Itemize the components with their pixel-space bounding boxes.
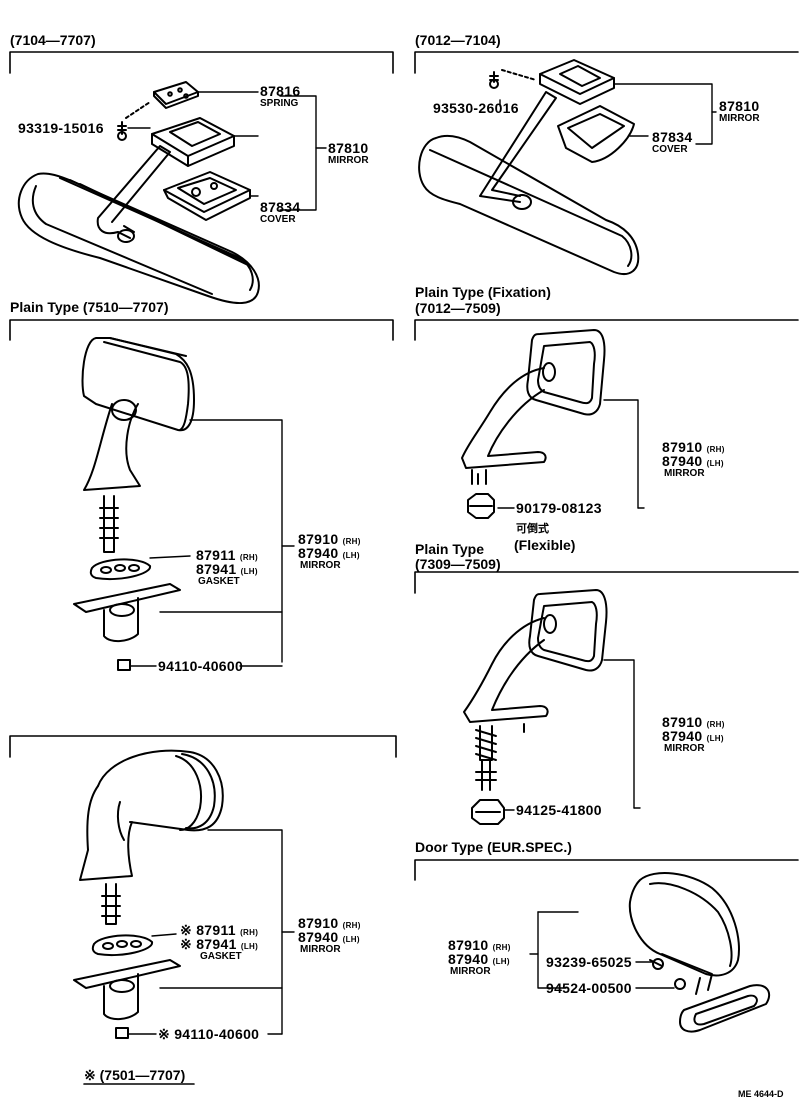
fender-mirror-4 [73, 749, 295, 1039]
part-desc-mirror: MIRROR [719, 113, 760, 124]
part-number: 87910 [662, 439, 703, 455]
section-header-flexible-jp: 可倒式 [516, 523, 549, 535]
inner-mirror-1 [17, 81, 327, 304]
part-number: ※ 87941 [180, 936, 237, 952]
part-number-cover: 87834 [260, 199, 301, 215]
part-number: 87940 [662, 453, 703, 469]
part-desc-mirror: MIRROR [300, 560, 341, 571]
part-number-gasket-rh: 87911 (RH) [196, 548, 258, 562]
part-desc-gasket: GASKET [200, 951, 242, 962]
part-desc-mirror: MIRROR [300, 944, 341, 955]
part-number-mirror: 87810 [328, 140, 369, 156]
part-number-screw: 93530-26016 [433, 100, 519, 116]
side-rh: (RH) [706, 720, 725, 729]
side-rh: (RH) [239, 553, 258, 562]
part-number-spring: 87816 [260, 83, 301, 99]
part-number-washer: 94524-00500 [546, 980, 632, 996]
part-number: 87940 [298, 929, 339, 945]
part-number: 87910 [662, 714, 703, 730]
side-rh: (RH) [342, 921, 361, 930]
fender-mirror-3 [463, 589, 641, 825]
part-number-mirror-lh: 87940 (LH) [662, 729, 724, 743]
side-lh: (LH) [342, 551, 360, 560]
side-rh: (RH) [492, 943, 511, 952]
section-header-plain-type-fixation-years: (7012—7509) [415, 300, 501, 316]
side-rh: (RH) [240, 928, 259, 937]
part-number-nut: 90179-08123 [516, 500, 602, 516]
section-header-plain-type-2-years: (7309—7509) [415, 556, 501, 572]
part-number-mirror-lh: 87940 (LH) [448, 952, 510, 966]
section-header-plain-type-1: Plain Type (7510—7707) [10, 299, 169, 315]
part-desc-mirror: MIRROR [664, 468, 705, 479]
part-number: 87911 [196, 547, 236, 563]
part-desc-spring: SPRING [260, 98, 299, 109]
part-number-screw: 93319-15016 [18, 120, 104, 136]
part-desc-cover: COVER [652, 144, 688, 155]
part-number-mirror-lh: 87940 (LH) [298, 930, 360, 944]
section-header-plain-type-fixation: Plain Type (Fixation) [415, 284, 551, 300]
part-desc-mirror: MIRROR [664, 743, 705, 754]
part-number: 87910 [298, 531, 339, 547]
section-header-inner-mirror-2: (7012—7104) [415, 32, 501, 48]
part-number: 87940 [448, 951, 489, 967]
side-rh: (RH) [342, 537, 361, 546]
diagram-code: ME 4644-D [738, 1089, 784, 1099]
part-number: 87940 [298, 545, 339, 561]
section-header-plain-type-2: Plain Type [415, 541, 484, 557]
side-lh: (LH) [342, 935, 360, 944]
part-desc-cover: COVER [260, 214, 296, 225]
door-mirror [529, 872, 771, 1033]
part-desc-mirror: MIRROR [328, 155, 369, 166]
side-lh: (LH) [492, 957, 510, 966]
part-number-gasket-rh: ※ 87911 (RH) [180, 923, 258, 937]
section-header-door-type: Door Type (EUR.SPEC.) [415, 839, 572, 855]
footnote-year-range: ※ (7501—7707) [84, 1067, 186, 1083]
part-desc-mirror: MIRROR [450, 966, 491, 977]
part-number-screw: 93239-65025 [546, 954, 632, 970]
fender-mirror-2 [461, 329, 645, 519]
part-number-mirror-rh: 87910 (RH) [298, 916, 361, 930]
part-number-gasket-lh: ※ 87941 (LH) [180, 937, 258, 951]
part-number-gasket-lh: 87941 (LH) [196, 562, 258, 576]
section-header-flexible: (Flexible) [514, 537, 576, 553]
part-number: 87910 [298, 915, 339, 931]
part-number-nut: ※ 94110-40600 [158, 1026, 260, 1042]
part-number-mirror-lh: 87940 (LH) [298, 546, 360, 560]
part-number-nut: 94125-41800 [516, 802, 602, 818]
part-number: 87941 [196, 561, 237, 577]
section-header-inner-mirror-1: (7104—7707) [10, 32, 96, 48]
part-number-mirror-rh: 87910 (RH) [662, 440, 725, 454]
part-desc-gasket: GASKET [198, 576, 240, 587]
part-number-mirror-rh: 87910 (RH) [662, 715, 725, 729]
part-number: ※ 87911 [180, 922, 236, 938]
part-number-mirror-rh: 87910 (RH) [298, 532, 361, 546]
part-number-cover: 87834 [652, 129, 693, 145]
side-lh: (LH) [706, 459, 724, 468]
part-number-mirror-lh: 87940 (LH) [662, 454, 724, 468]
side-lh: (LH) [706, 734, 724, 743]
inner-mirror-2 [418, 59, 717, 275]
part-number: 87940 [662, 728, 703, 744]
section-brackets [9, 51, 799, 881]
part-number-mirror: 87810 [719, 98, 760, 114]
part-number-nut: 94110-40600 [158, 658, 244, 674]
part-number: 87910 [448, 937, 489, 953]
side-lh: (LH) [240, 567, 258, 576]
side-rh: (RH) [706, 445, 725, 454]
side-lh: (LH) [240, 942, 259, 951]
part-number-mirror-rh: 87910 (RH) [448, 938, 511, 952]
fender-mirror-1 [73, 337, 295, 671]
